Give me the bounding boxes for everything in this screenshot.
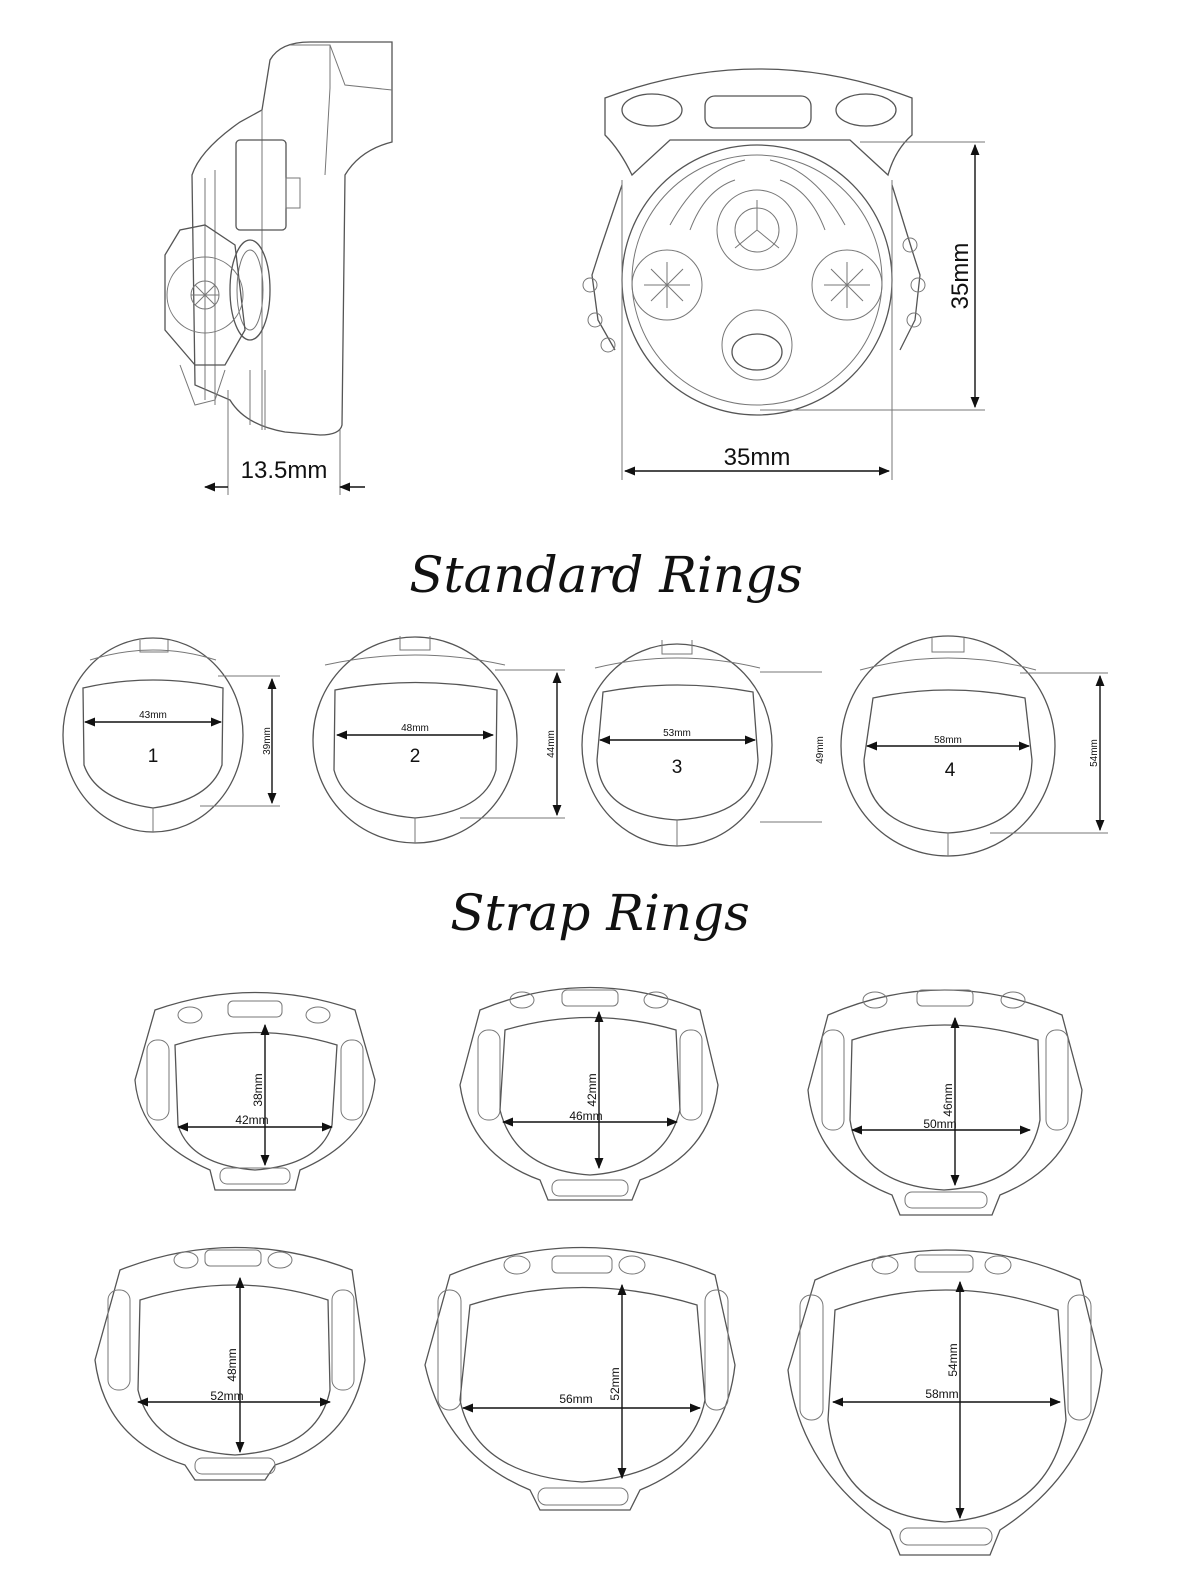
strap-2-width-label: 46mm bbox=[569, 1109, 602, 1123]
ring-4-number: 4 bbox=[945, 760, 956, 781]
strap-6-height-label: 54mm bbox=[946, 1343, 960, 1376]
ring-3-width-label: 53mm bbox=[663, 728, 691, 739]
front-height-label: 35mm bbox=[947, 243, 974, 310]
strap-5-height-label: 52mm bbox=[608, 1367, 622, 1400]
strap-ring-6: 58mm 54mm bbox=[787, 1249, 1103, 1556]
ring-2-height-label: 44mm bbox=[546, 730, 557, 758]
ring-1-height-label: 39mm bbox=[262, 727, 273, 755]
strap-rings-title: Strap Rings bbox=[450, 884, 749, 942]
front-width-label: 35mm bbox=[724, 444, 791, 471]
ring-2-width-label: 48mm bbox=[401, 723, 429, 734]
ring-4-width-label: 58mm bbox=[934, 735, 962, 746]
side-width-label: 13.5mm bbox=[241, 457, 328, 484]
standard-ring-1: 43mm 1 39mm bbox=[62, 637, 280, 833]
standard-ring-4: 58mm 4 54mm bbox=[840, 635, 1108, 857]
strap-ring-1: 42mm 38mm bbox=[134, 991, 376, 1191]
strap-ring-4: 52mm 48mm bbox=[94, 1246, 366, 1481]
strap-4-height-label: 48mm bbox=[225, 1348, 239, 1381]
strap-6-width-label: 58mm bbox=[925, 1387, 958, 1401]
front-width-dimension: 35mm bbox=[621, 180, 893, 480]
standard-ring-3: 53mm 3 49mm bbox=[581, 640, 826, 847]
strap-1-width-label: 42mm bbox=[235, 1113, 268, 1127]
strap-3-width-label: 50mm bbox=[923, 1117, 956, 1131]
front-view-drawing bbox=[582, 68, 926, 416]
strap-ring-3: 50mm 46mm bbox=[807, 989, 1083, 1216]
strap-2-height-label: 42mm bbox=[585, 1073, 599, 1106]
standard-rings-title: Standard Rings bbox=[409, 546, 802, 604]
ring-4-height-label: 54mm bbox=[1089, 739, 1100, 767]
strap-ring-2: 46mm 42mm bbox=[459, 986, 719, 1201]
ring-3-height-label: 49mm bbox=[815, 736, 826, 764]
strap-3-height-label: 46mm bbox=[941, 1083, 955, 1116]
front-height-dimension: 35mm bbox=[760, 141, 985, 411]
ring-1-width-label: 43mm bbox=[139, 710, 167, 721]
side-width-dimension: 13.5mm bbox=[203, 390, 365, 495]
ring-1-number: 1 bbox=[148, 746, 159, 767]
ring-2-number: 2 bbox=[410, 746, 421, 767]
side-view-drawing bbox=[164, 41, 393, 436]
standard-ring-2: 48mm 2 44mm bbox=[312, 636, 565, 844]
strap-4-width-label: 52mm bbox=[210, 1389, 243, 1403]
ring-3-number: 3 bbox=[672, 757, 683, 778]
strap-1-height-label: 38mm bbox=[251, 1073, 265, 1106]
strap-5-width-label: 56mm bbox=[559, 1392, 592, 1406]
strap-ring-5: 56mm 52mm bbox=[424, 1246, 736, 1511]
